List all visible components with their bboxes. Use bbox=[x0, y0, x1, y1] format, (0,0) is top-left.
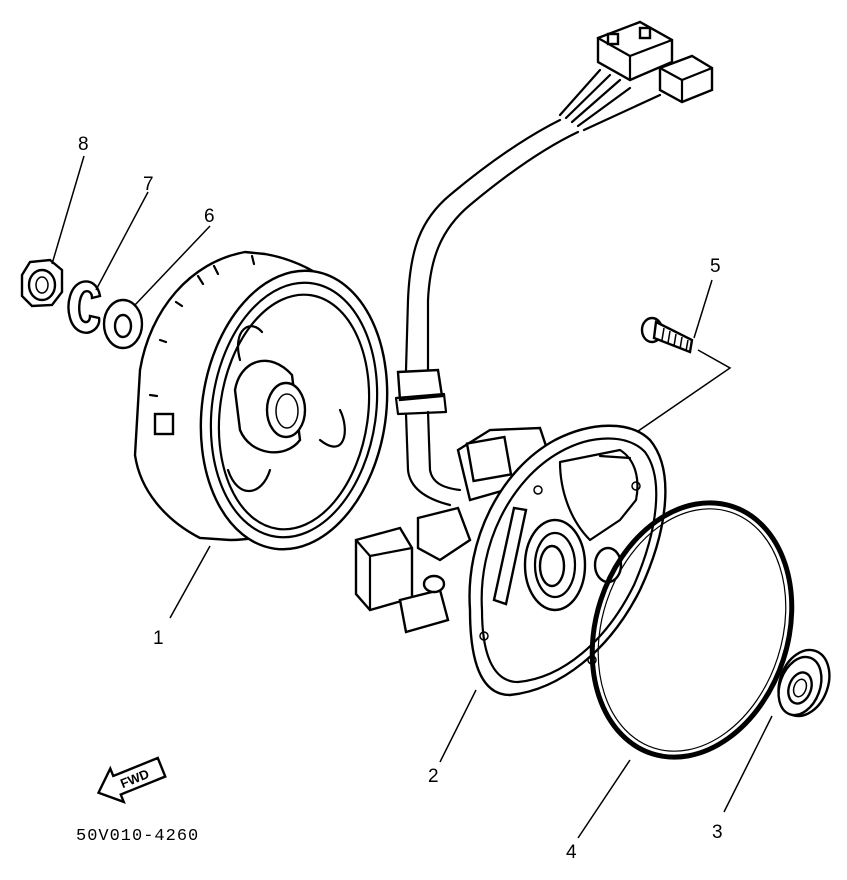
callout-6: 6 bbox=[204, 206, 215, 227]
part-3-oil-seal bbox=[777, 648, 831, 718]
wire-harness bbox=[394, 68, 662, 507]
connector-small bbox=[658, 54, 714, 104]
part-7-lock-washer bbox=[67, 280, 102, 334]
callout-1: 1 bbox=[153, 628, 164, 649]
part-5-screw bbox=[640, 316, 694, 354]
forward-direction-arrow: FWD bbox=[96, 756, 167, 804]
callout-4: 4 bbox=[566, 842, 577, 863]
screw-leader bbox=[627, 349, 732, 439]
callout-3: 3 bbox=[712, 822, 723, 843]
callout-7: 7 bbox=[143, 174, 154, 195]
part-4-o-ring bbox=[589, 500, 795, 760]
leader-lines bbox=[51, 155, 773, 839]
connector-large bbox=[596, 20, 674, 82]
callout-5: 5 bbox=[710, 256, 721, 277]
part-1-rotor bbox=[133, 250, 389, 551]
part-6-washer bbox=[102, 298, 144, 350]
part-8-nut bbox=[20, 258, 64, 308]
callout-8: 8 bbox=[78, 134, 89, 155]
drawing-code: 50V010-4260 bbox=[76, 827, 199, 846]
part-2-stator bbox=[354, 424, 667, 697]
callout-2: 2 bbox=[428, 766, 439, 787]
